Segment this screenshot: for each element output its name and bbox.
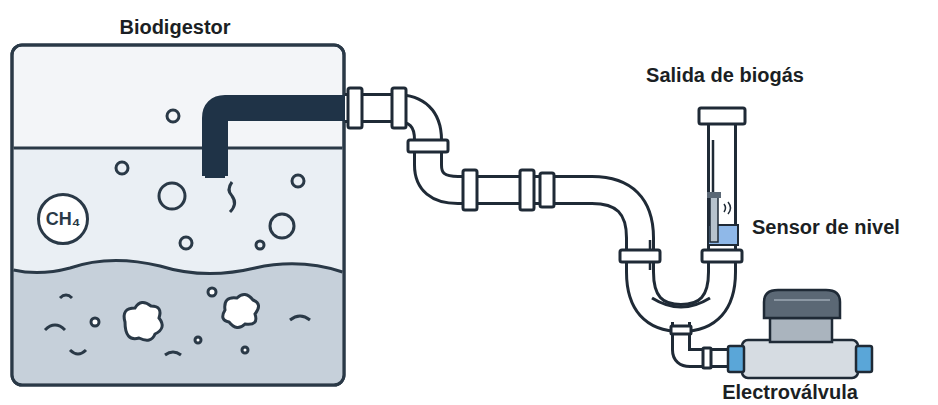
- sensor-label: Sensor de nivel: [752, 216, 900, 238]
- inner-pipe: [215, 108, 350, 176]
- valve-label: Electroválvula: [722, 381, 858, 403]
- gas-circle: CH₄: [37, 193, 89, 245]
- outlet-label: Salida de biogás: [646, 64, 804, 86]
- pipe: [345, 108, 742, 358]
- gas-formula: CH₄: [46, 209, 81, 230]
- level-sensor: [707, 192, 738, 245]
- sludge: [45, 288, 310, 355]
- tank-title: Biodigestor: [119, 16, 230, 38]
- pipe-joints: [348, 88, 745, 368]
- solenoid-valve: [728, 290, 872, 378]
